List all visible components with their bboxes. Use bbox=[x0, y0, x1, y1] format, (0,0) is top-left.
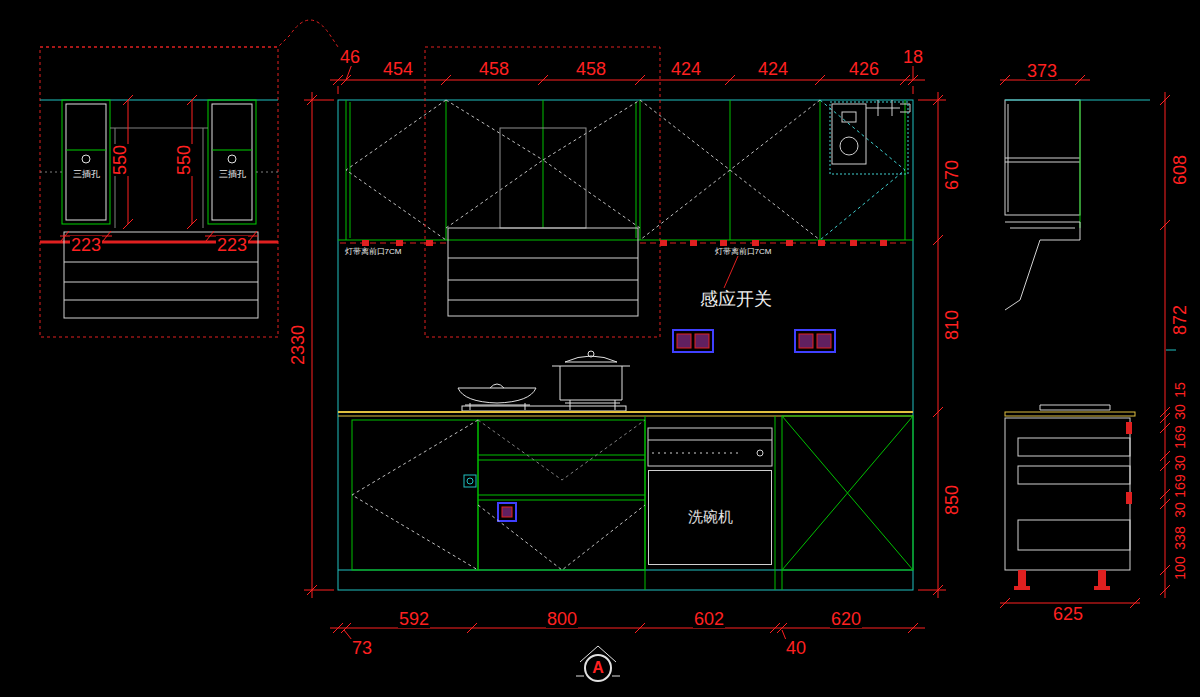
dimension: 426 bbox=[848, 60, 880, 78]
dimension: 810 bbox=[943, 309, 961, 341]
dimension: 73 bbox=[351, 639, 373, 657]
dimension: 454 bbox=[382, 60, 414, 78]
sensor-note: 感应开关 bbox=[699, 290, 773, 308]
socket-note: 三插孔 bbox=[72, 170, 101, 179]
dimension: 40 bbox=[785, 639, 807, 657]
dimension: 625 bbox=[1052, 605, 1084, 623]
dimension: 169 bbox=[1173, 473, 1187, 498]
dimension: 670 bbox=[943, 159, 961, 191]
dimension: 338 bbox=[1173, 525, 1187, 550]
dimension: 872 bbox=[1171, 304, 1189, 336]
dimension: 223 bbox=[216, 236, 248, 254]
dimension: 100 bbox=[1173, 555, 1187, 580]
section-marker: A bbox=[584, 654, 612, 682]
dimension: 602 bbox=[693, 610, 725, 628]
dimension: 169 bbox=[1173, 424, 1187, 449]
socket-note: 三插孔 bbox=[218, 170, 247, 179]
dimension: 550 bbox=[175, 144, 193, 176]
dimension: 30 bbox=[1173, 454, 1187, 472]
dimension: 458 bbox=[478, 60, 510, 78]
dimension: 458 bbox=[575, 60, 607, 78]
dimension: 30 bbox=[1173, 501, 1187, 519]
dimension: 424 bbox=[670, 60, 702, 78]
led-note: 灯带离前口7CM bbox=[714, 248, 773, 256]
dimension: 223 bbox=[70, 236, 102, 254]
dimension: 18 bbox=[902, 48, 924, 66]
dishwasher-box: 洗碗机 bbox=[648, 470, 772, 565]
dimension: 46 bbox=[339, 48, 361, 66]
dimension: 424 bbox=[757, 60, 789, 78]
dimension: 15 bbox=[1173, 381, 1187, 399]
node-text: A bbox=[592, 659, 604, 677]
node-text: 洗碗机 bbox=[688, 509, 733, 526]
dimension: 800 bbox=[546, 610, 578, 628]
dimension: 550 bbox=[111, 144, 129, 176]
dimension: 2330 bbox=[289, 324, 307, 366]
dimension: 592 bbox=[398, 610, 430, 628]
dimension: 608 bbox=[1171, 154, 1189, 186]
dimension: 620 bbox=[830, 610, 862, 628]
dimension: 850 bbox=[943, 484, 961, 516]
led-note: 灯带离前口7CM bbox=[344, 248, 403, 256]
dimension: 30 bbox=[1173, 403, 1187, 421]
dimension: 373 bbox=[1026, 62, 1058, 80]
